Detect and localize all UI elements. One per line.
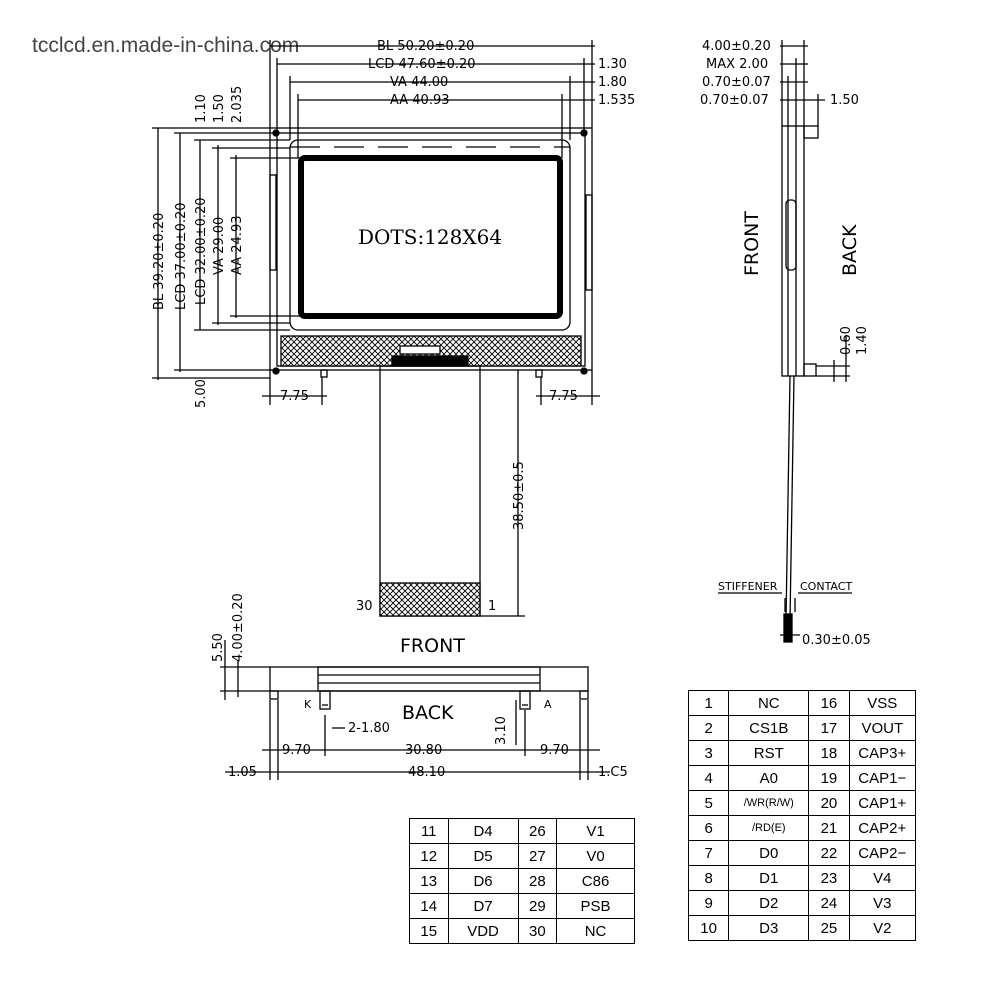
dim-side-0-70: 0.70±0.07 [702, 75, 771, 90]
fpc-contacts [379, 582, 481, 617]
dim-30-80: 30.80 [405, 743, 442, 758]
dim-1-10: 1.10 [194, 94, 209, 123]
front-view [152, 40, 600, 617]
side-tab-left [269, 174, 277, 271]
dim-1-50: 1.50 [212, 94, 227, 123]
pin-k [319, 690, 331, 710]
dim-1-05-right: 1.C5 [598, 765, 628, 780]
dim-side-0-70b: 0.70±0.07 [700, 93, 769, 108]
bottom-view [220, 640, 610, 780]
bottom-foot [269, 690, 279, 700]
dim-thickness: 0.30±0.05 [802, 633, 871, 648]
dim-9-70-left: 9.70 [282, 743, 311, 758]
corner-dot [272, 367, 280, 375]
dim-2-1-80: 2-1.80 [348, 721, 390, 736]
pin-a [519, 690, 531, 710]
ic-chip [391, 355, 469, 367]
dim-7-75-right: 7.75 [549, 389, 578, 404]
backlight-outline [269, 127, 593, 371]
corner-dot [580, 367, 588, 375]
side-front-label: FRONT [741, 211, 763, 276]
front-label: FRONT [400, 635, 465, 657]
pin-1-label: 1 [488, 599, 496, 614]
side-fpc [789, 375, 795, 621]
dim-side-max: MAX 2.00 [706, 57, 768, 72]
active-area [298, 155, 563, 319]
dim-fpc-length: 38.50±0.5 [512, 461, 527, 530]
contact-label: CONTACT [800, 580, 852, 593]
display-label: DOTS:128X64 [358, 225, 502, 249]
side-bottom-tab [803, 363, 817, 377]
label-a: A [544, 698, 552, 711]
bottom-tab [320, 369, 328, 378]
dim-1-40: 1.40 [855, 326, 870, 355]
side-body [781, 125, 805, 377]
side-view [718, 40, 852, 643]
side-fpc [785, 375, 791, 621]
dim-4-00: 4.00±0.20 [231, 593, 246, 662]
dim-5-00: 5.00 [194, 379, 209, 408]
dim-lcd-height-2: LCD 32.00±0.20 [194, 197, 209, 305]
dim-1-05-left: 1.05 [228, 765, 257, 780]
side-fpc-end [783, 613, 793, 643]
stiffener-label: STIFFENER [718, 580, 778, 593]
dim-aa-height: AA 24.93 [230, 216, 245, 276]
fpc-cable [379, 365, 481, 617]
bottom-tab [535, 369, 543, 378]
dim-5-50: 5.50 [211, 633, 226, 662]
back-label: BACK [402, 702, 454, 724]
ic-window [399, 345, 441, 355]
bottom-foot [579, 690, 589, 700]
dim-2-035: 2.035 [230, 86, 245, 123]
dim-bl-height: BL 39.20±0.20 [152, 213, 167, 310]
dim-side-1-50: 1.50 [830, 93, 859, 108]
dim-bl-width: BL 50.20±0.20 [377, 39, 474, 54]
dim-9-70-right: 9.70 [540, 743, 569, 758]
dim-1-30: 1.30 [598, 57, 627, 72]
side-window [785, 199, 797, 271]
dim-1-80: 1.80 [598, 75, 627, 90]
dim-1-535: 1.535 [598, 93, 635, 108]
side-back-label: BACK [839, 224, 861, 276]
dim-aa-width: AA 40.93 [390, 93, 450, 108]
side-top-tab [803, 125, 819, 139]
dim-lcd-width: LCD 47.60±0.20 [368, 57, 476, 72]
dim-48-10: 48.10 [408, 765, 445, 780]
dim-0-60: 0.60 [839, 326, 854, 355]
pin-30-label: 30 [356, 599, 373, 614]
dim-3-10: 3.10 [494, 716, 509, 745]
watermark-text: tcclcd.en.made-in-china.com [32, 34, 299, 57]
lcd-outline [276, 132, 586, 367]
viewing-area [289, 139, 571, 331]
bottom-inner [317, 666, 541, 692]
dim-va-width: VA 44.00 [390, 75, 448, 90]
dim-lcd-height: LCD 37.00±0.20 [174, 202, 189, 310]
dim-va-height: VA 29.00 [212, 217, 227, 275]
dim-7-75-left: 7.75 [280, 389, 309, 404]
label-k: K [304, 698, 312, 711]
dim-side-4-00: 4.00±0.20 [702, 39, 771, 54]
side-tab-right [585, 194, 593, 291]
